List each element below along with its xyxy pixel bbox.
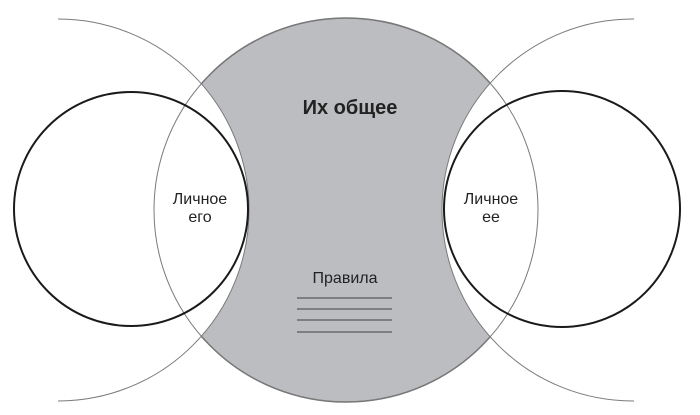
right-large-circle (441, 18, 634, 402)
right-personal-line1: Личное (463, 191, 519, 208)
left-personal-line2: его (188, 209, 212, 227)
common-circle-outline (153, 17, 539, 403)
left-personal-label: Личное его (150, 191, 250, 228)
right-personal-line2: ее (482, 209, 500, 227)
left-personal-line1: Личное (172, 191, 228, 208)
left-personal-circle (13, 91, 249, 327)
right-personal-circle (443, 90, 681, 328)
left-large-circle (58, 18, 250, 402)
rules-lines (297, 297, 392, 333)
rules-label: Правила (312, 270, 378, 287)
right-personal-label: Личное ее (441, 191, 541, 228)
common-title: Их общее (302, 97, 398, 119)
